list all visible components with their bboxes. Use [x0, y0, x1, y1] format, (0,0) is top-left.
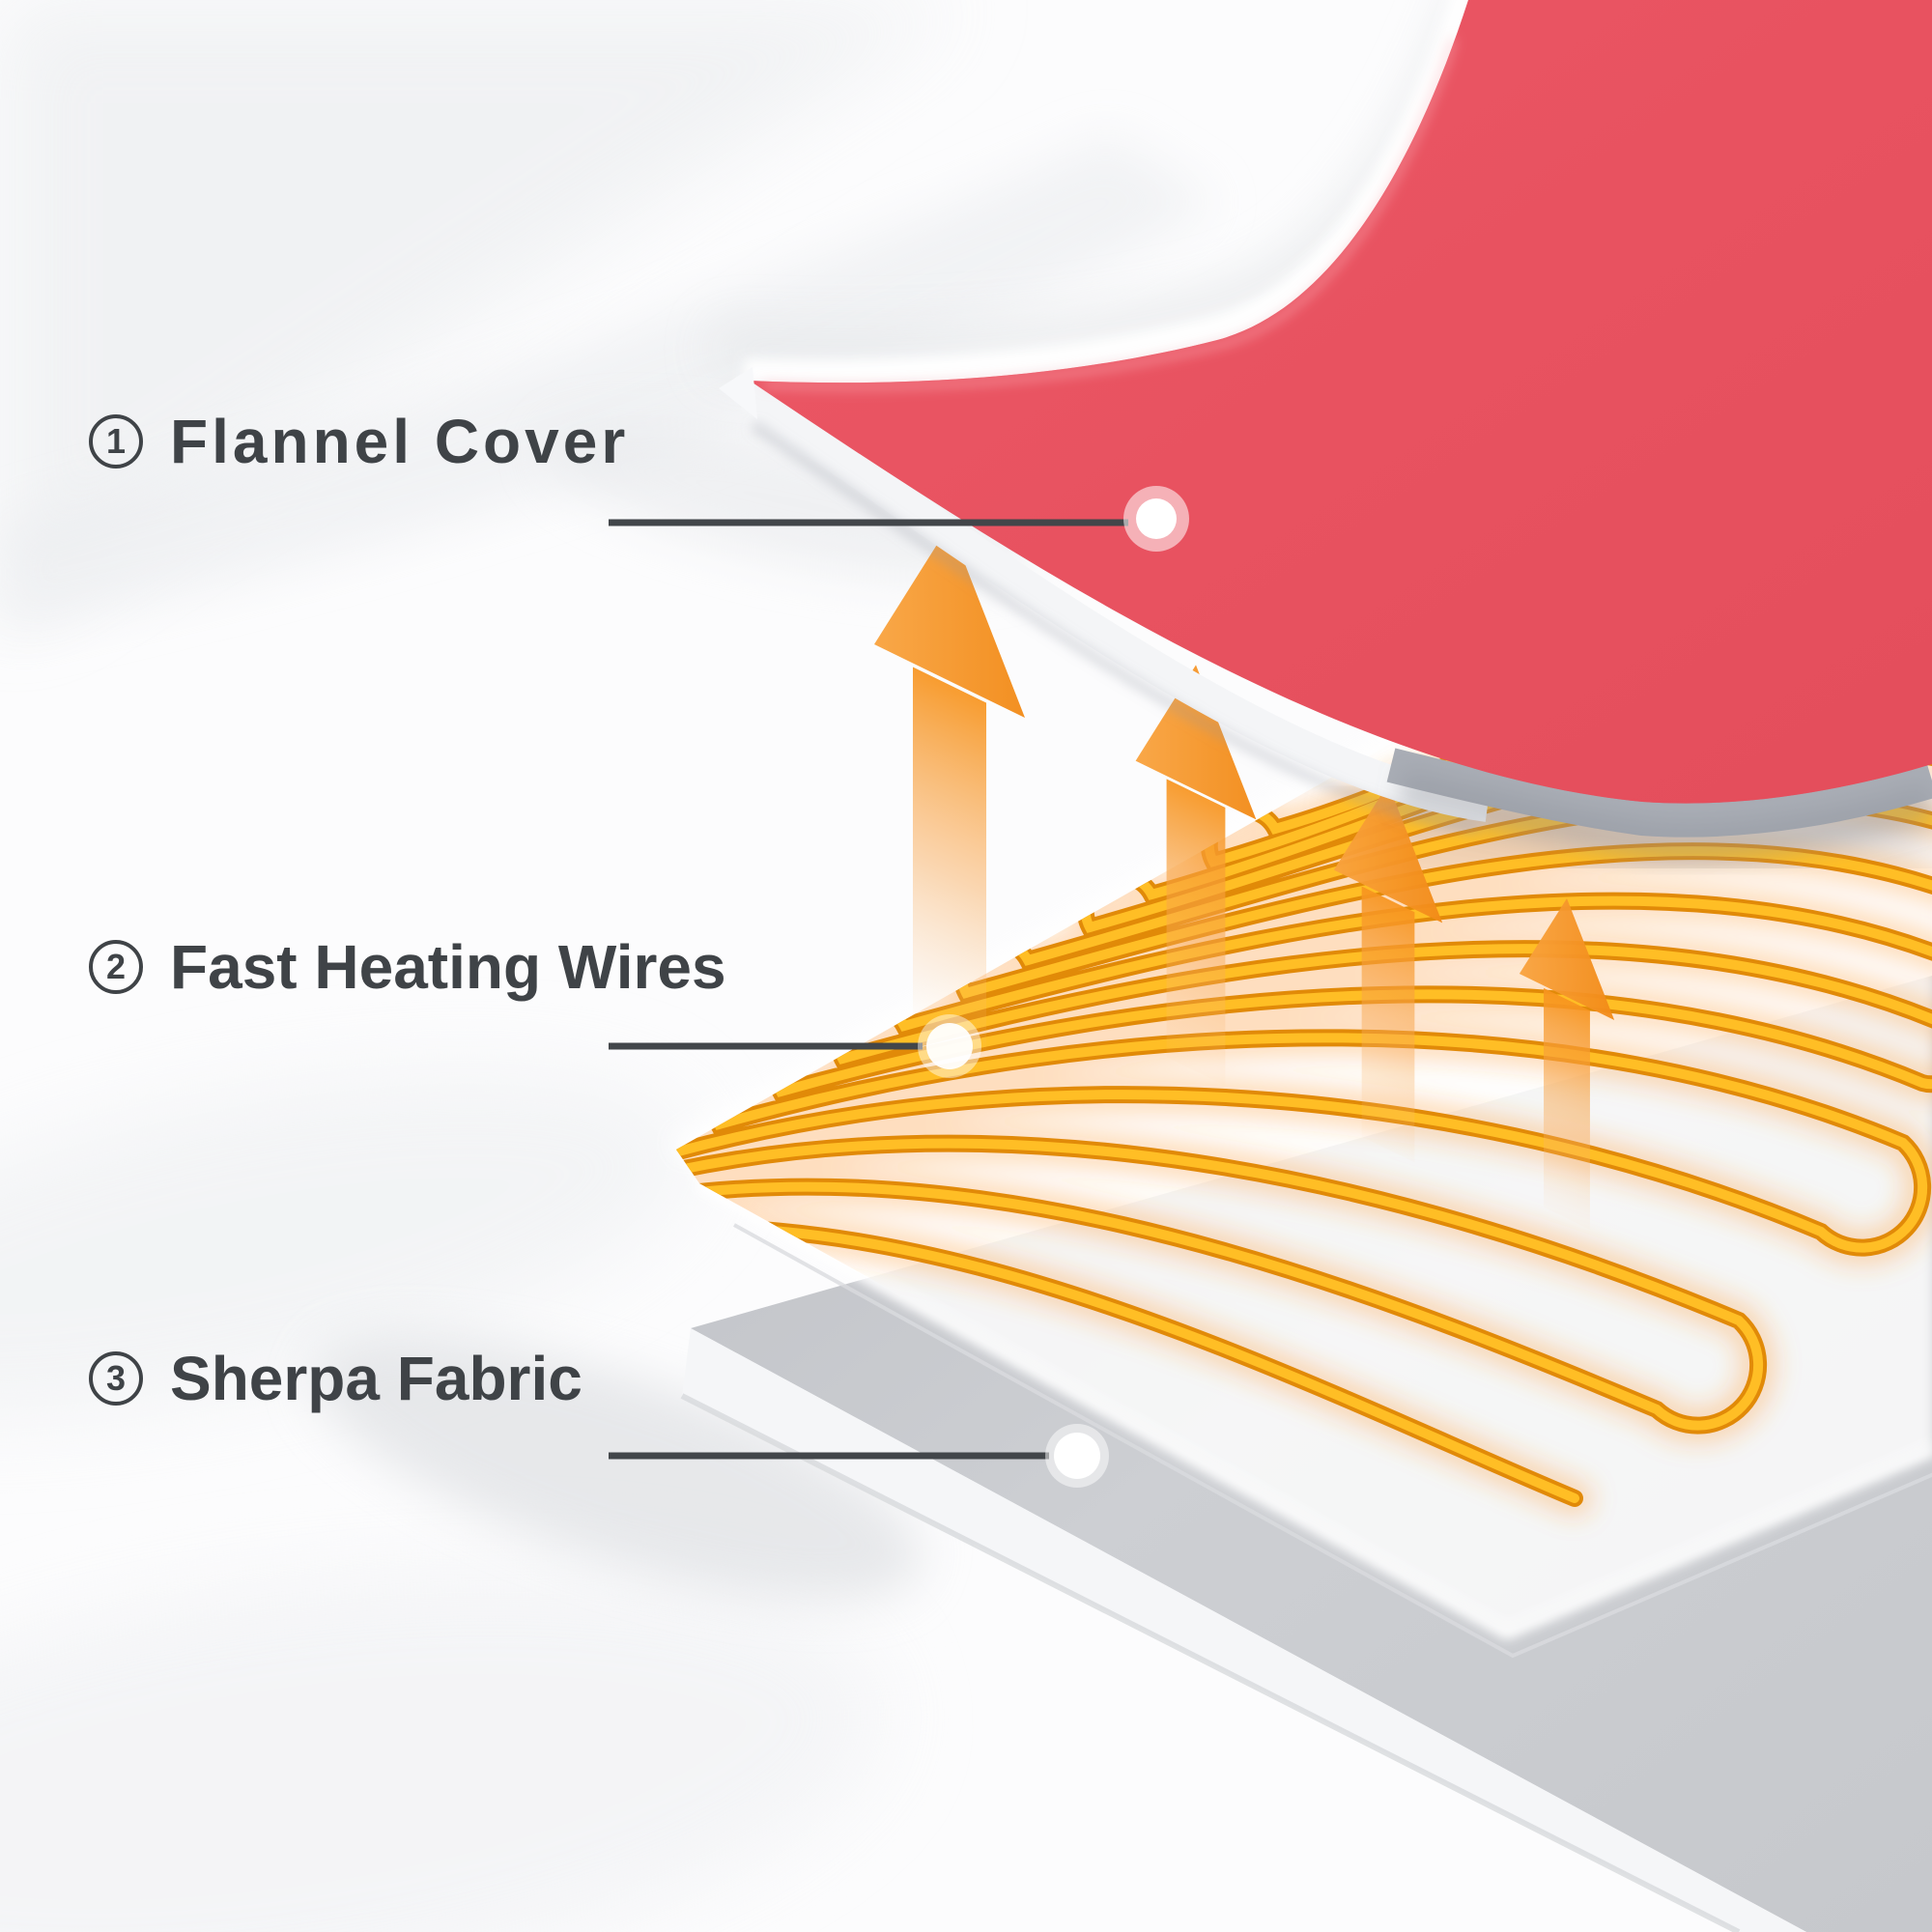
sherpa-shadow: [313, 1336, 923, 1601]
marker-dot-2: [926, 1023, 973, 1069]
layer-label-sherpa-fabric: 3 Sherpa Fabric: [89, 1343, 582, 1414]
heat-arrow-shaft: [1361, 886, 1415, 1163]
flannel-tip-cap: [719, 367, 757, 419]
layer-number-badge-2: 2: [89, 940, 143, 994]
heat-arrows: [874, 525, 1615, 1230]
wire-sheet-front-edge-line: [733, 1223, 1932, 1659]
background-wave-diagonal: [0, 135, 1217, 638]
flannel-side-shadow: [751, 420, 1479, 834]
flannel-top-rim: [743, 0, 1475, 385]
flannel-red-shading: [750, 0, 1932, 804]
layer-label-flannel-cover: 1 Flannel Cover: [89, 406, 629, 477]
marker-dot-1: [1136, 498, 1177, 539]
layer-label-fast-heating-wires: 2 Fast Heating Wires: [89, 931, 726, 1003]
background-waves: [0, 0, 1500, 1932]
heat-arrow-head: [1135, 665, 1257, 820]
heat-arrow-head: [1519, 897, 1615, 1020]
layer-number-badge-3: 3: [89, 1351, 143, 1406]
background-wave-mid-left: [0, 1072, 696, 1420]
layer-number-badge-1: 1: [89, 414, 143, 469]
layer-label-text-3: Sherpa Fabric: [170, 1344, 582, 1413]
flannel-cover-layer: [719, 0, 1932, 862]
heat-arrow-4: [1519, 897, 1615, 1230]
heat-arrow-1: [874, 525, 1025, 1051]
layer-label-text-1: Flannel Cover: [170, 407, 630, 476]
heat-arrow-shaft: [1544, 987, 1590, 1230]
wire-sheet-front-edge: [696, 1177, 1932, 1640]
heat-arrow-3: [1333, 783, 1443, 1163]
background-wave-bottom-left: [0, 1569, 884, 1932]
heat-arrow-head: [874, 525, 1025, 719]
leader-lines: [609, 519, 1128, 1460]
heat-arrow-2: [1135, 665, 1257, 1087]
sherpa-side-face: [682, 1328, 1806, 1932]
marker-dots: [918, 486, 1189, 1488]
flannel-underside-shadow: [1396, 768, 1932, 862]
heat-arrow-shaft: [1166, 779, 1226, 1087]
heat-arrow-shaft: [913, 667, 986, 1051]
layer-label-text-2: Fast Heating Wires: [170, 932, 726, 1002]
sherpa-side-bottom-edge: [680, 1393, 1741, 1932]
flannel-underside-edge: [1386, 748, 1932, 838]
flannel-inner-highlight: [762, 37, 1458, 390]
heat-arrow-head: [1333, 783, 1443, 923]
marker-dot-3: [1054, 1433, 1100, 1479]
